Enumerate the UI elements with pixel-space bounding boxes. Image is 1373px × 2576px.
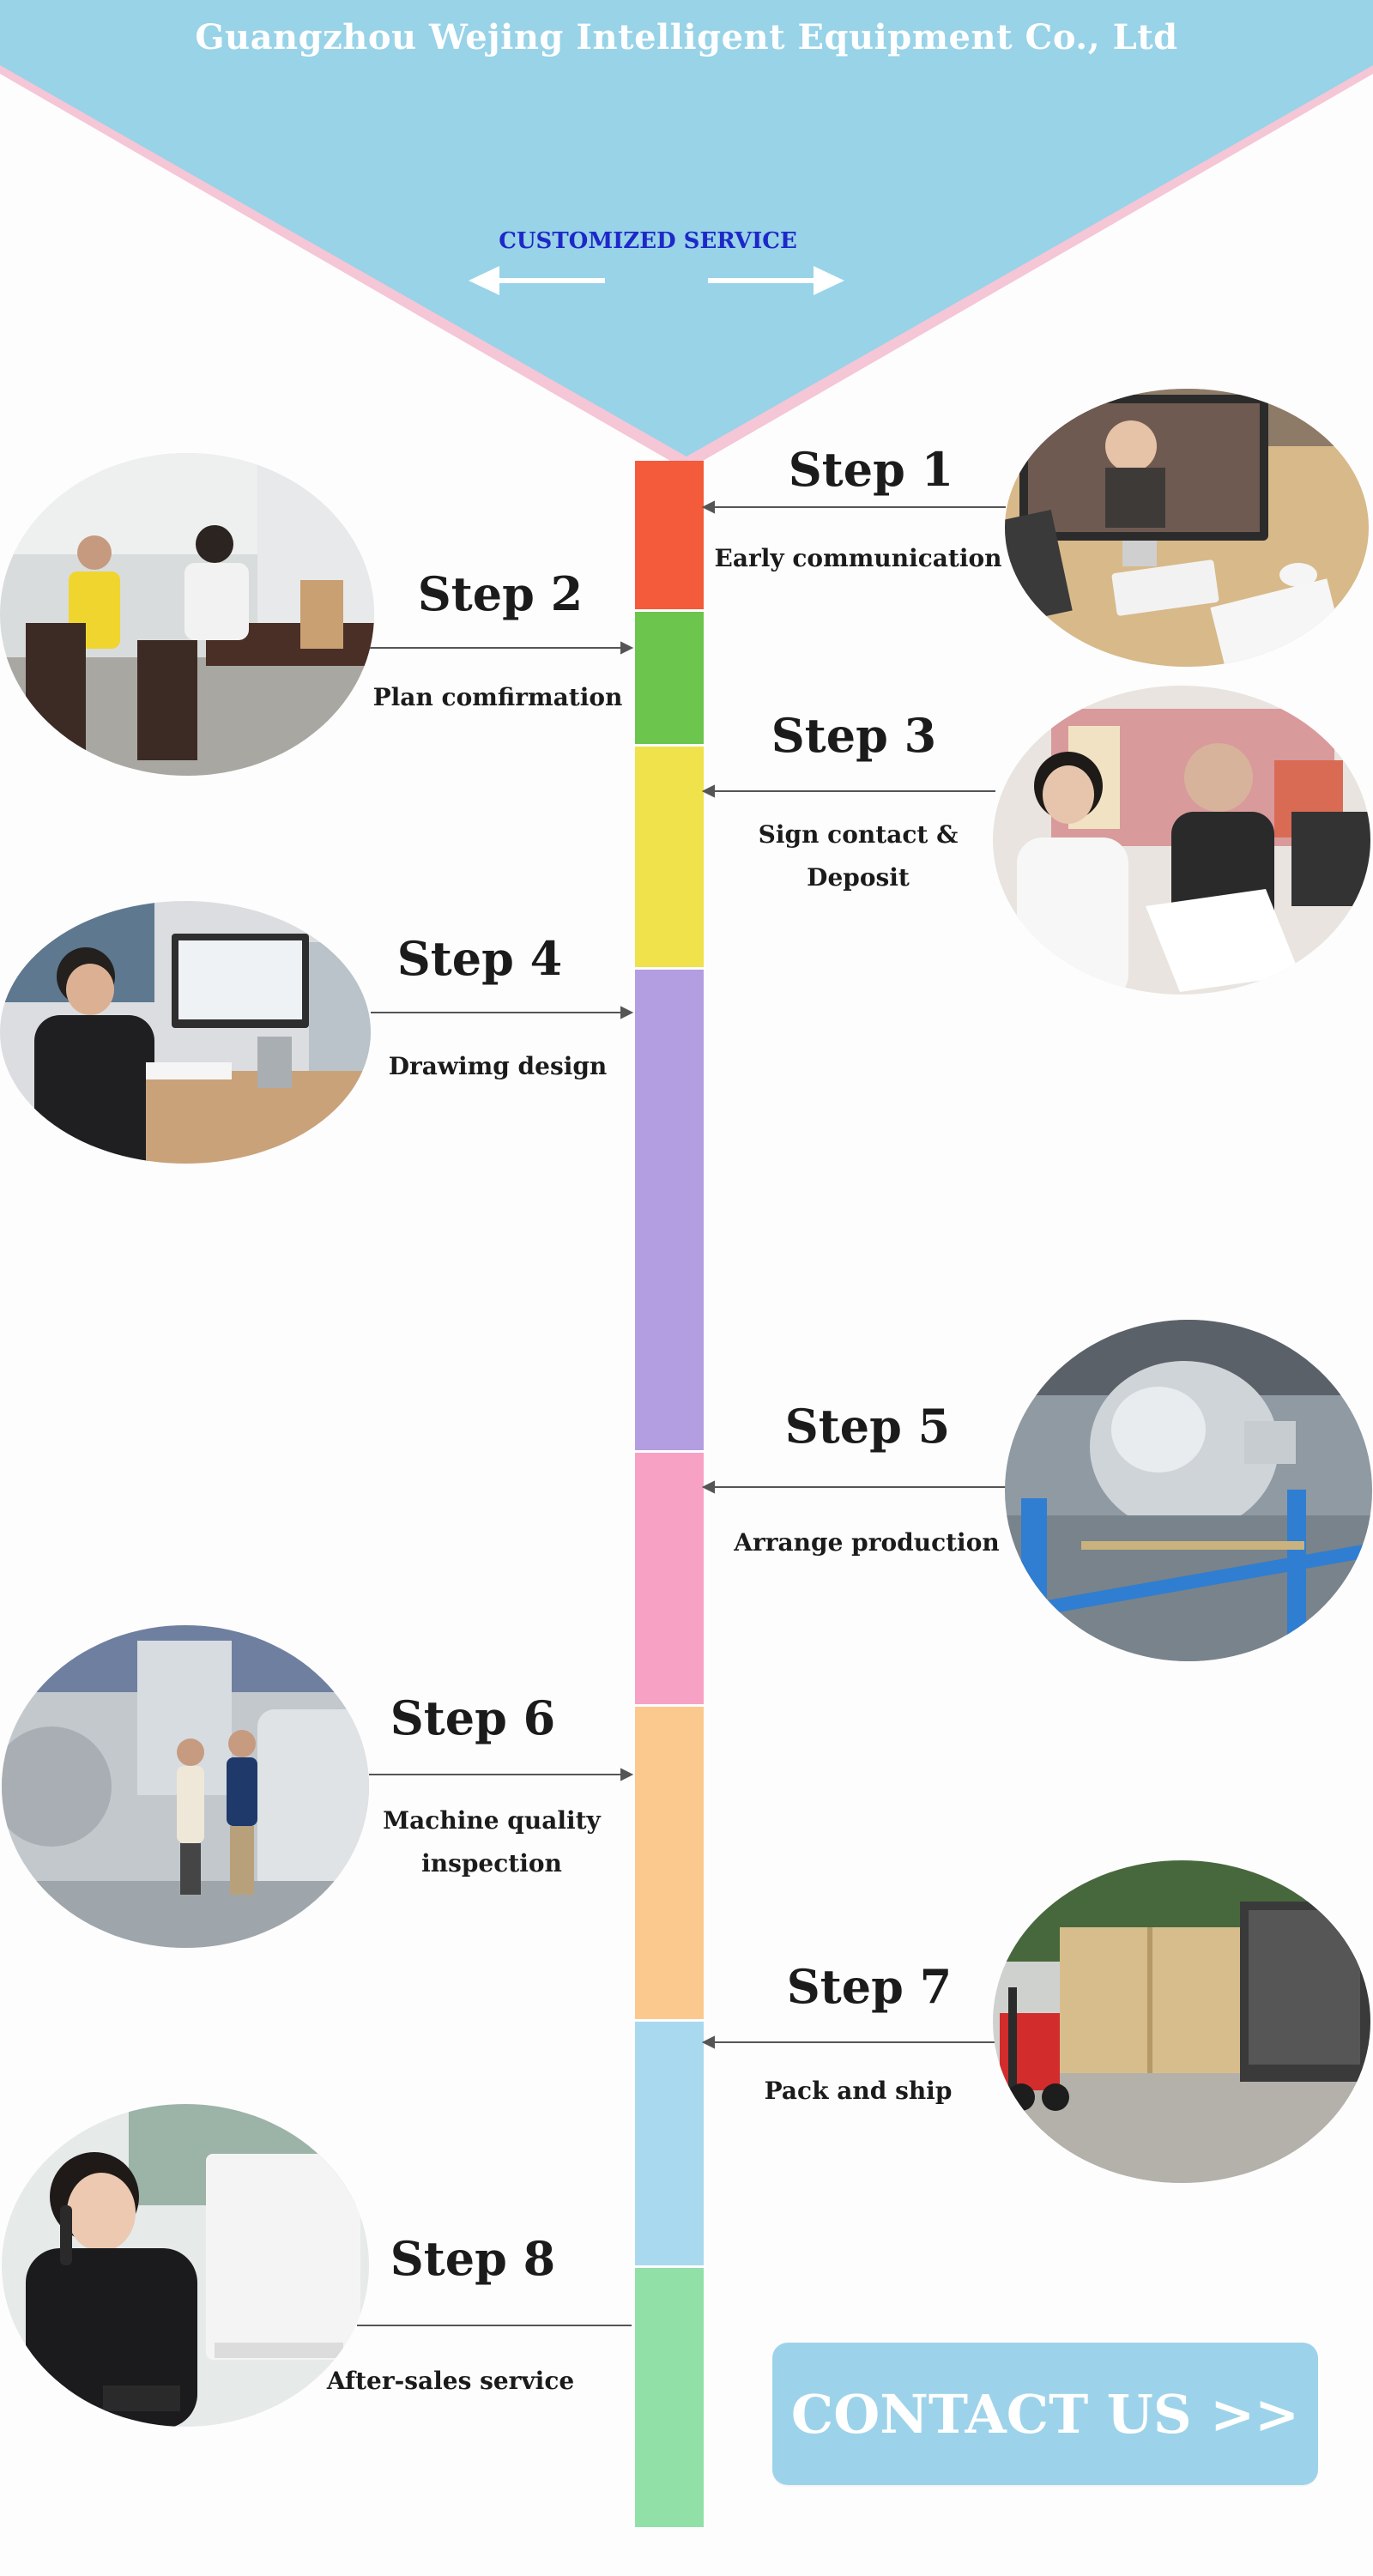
contract-signing-photo: [993, 686, 1370, 995]
contact-us-button[interactable]: CONTACT US >>: [772, 2343, 1318, 2485]
company-name: Guangzhou Wejing Intelligent Equipment C…: [195, 17, 1178, 57]
step-3-label: Sign contact & Deposit: [758, 820, 959, 892]
step-7-label: Pack and ship: [764, 2077, 953, 2105]
customer-service-photo: [2, 2104, 369, 2427]
engineer-drawing-photo: [0, 901, 371, 1164]
step-6-label: Machine quality inspection: [383, 1806, 601, 1878]
timeline-segment-step-6: [635, 1707, 704, 2019]
timeline-segment-step-2: [635, 612, 704, 744]
step-7-title: Step 7: [786, 1959, 953, 2014]
step-5-title: Step 5: [784, 1399, 951, 1454]
timeline-segment-step-4: [635, 970, 704, 1450]
step-8-label: After-sales service: [326, 2367, 575, 2395]
meeting-room-photo: [0, 453, 374, 776]
machine-inspection-photo: [2, 1625, 369, 1948]
arrow-left-icon: [469, 266, 605, 295]
step-6-title: Step 6: [390, 1690, 556, 1745]
timeline-segment-step-1: [635, 461, 704, 609]
step-4-title: Step 4: [396, 931, 563, 986]
timeline-segment-step-3: [635, 747, 704, 967]
service-title: CUSTOMIZED SERVICE: [499, 228, 797, 254]
forklift-loading-photo: [993, 1860, 1370, 2183]
header-funnel: [0, 0, 1373, 470]
timeline-segment-step-5: [635, 1453, 704, 1704]
timeline-segment-step-8: [635, 2268, 704, 2527]
step-1-title: Step 1: [788, 442, 954, 497]
step-1-label: Early communication: [714, 544, 1002, 572]
step-8-title: Step 8: [390, 2231, 556, 2286]
step-2-title: Step 2: [417, 566, 584, 621]
factory-tank-photo: [1005, 1320, 1372, 1661]
timeline-segment-step-7: [635, 2022, 704, 2265]
step-5-label: Arrange production: [734, 1528, 1000, 1557]
arrow-right-icon: [708, 266, 844, 295]
step-3-title: Step 3: [771, 708, 937, 763]
step-4-label: Drawimg design: [388, 1052, 608, 1080]
video-call-desk-photo: [1005, 389, 1369, 667]
step-2-label: Plan comfirmation: [372, 683, 623, 711]
